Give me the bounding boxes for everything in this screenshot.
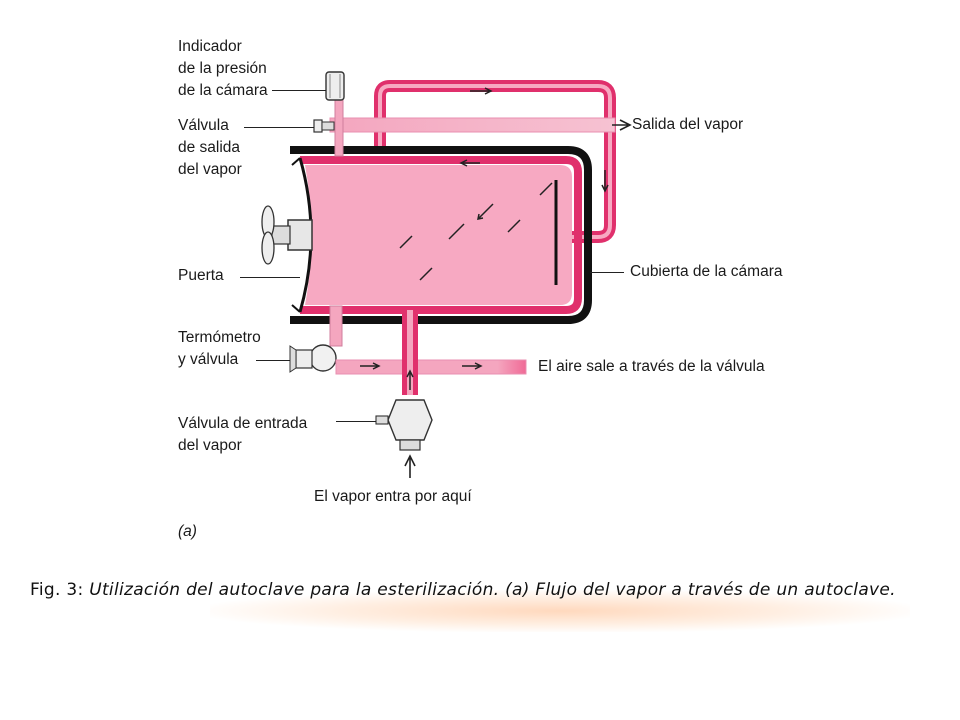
door-handle-icon — [261, 205, 291, 265]
leader-chamber-jacket — [590, 272, 624, 273]
label-door: Puerta — [178, 267, 224, 284]
chamber-interior — [305, 165, 572, 305]
steam-inlet-pipe — [402, 310, 418, 395]
label-thermometer: Termómetro y válvula — [178, 329, 261, 368]
label-pressure-indicator: Indicador de la presión de la cámara — [178, 38, 268, 99]
leader-thermometer — [256, 360, 290, 361]
caption-text: Utilización del autoclave para la esteri… — [89, 580, 896, 600]
outlet-arrow-icon — [612, 119, 632, 131]
label-air-exits: El aire sale a través de la válvula — [538, 358, 765, 375]
flow-arrow-icon — [360, 87, 609, 390]
leader-inlet-valve — [336, 421, 376, 422]
leader-outlet-valve — [244, 127, 314, 128]
valve-icon — [313, 119, 335, 133]
inlet-valve-icon — [375, 399, 433, 451]
chamber-jacket — [290, 146, 592, 324]
inlet-arrow-icon — [404, 454, 416, 478]
jacket-channel — [300, 156, 582, 314]
steam-loop-pipe — [374, 80, 616, 243]
figure-caption: Fig. 3: Utilización del autoclave para l… — [30, 578, 910, 603]
gauge-icon — [325, 71, 345, 157]
label-inlet-valve: Válvula de entrada del vapor — [178, 415, 308, 454]
label-outlet-valve: Válvula de salida del vapor — [178, 117, 242, 178]
leader-door — [240, 277, 300, 278]
label-figure-part: (a) — [178, 523, 197, 540]
caption-highlight — [210, 590, 910, 632]
leader-pressure-indicator — [272, 90, 326, 91]
label-chamber-jacket: Cubierta de la cámara — [630, 263, 783, 280]
caption-prefix: Fig. 3: — [30, 580, 90, 600]
door — [287, 157, 313, 313]
thermometer-valve-icon — [289, 305, 343, 373]
label-steam-outlet: Salida del vapor — [632, 116, 744, 133]
steam-outlet-pipe — [329, 117, 616, 133]
air-outlet-pipe — [335, 359, 527, 375]
label-steam-enters: El vapor entra por aquí — [314, 488, 472, 505]
